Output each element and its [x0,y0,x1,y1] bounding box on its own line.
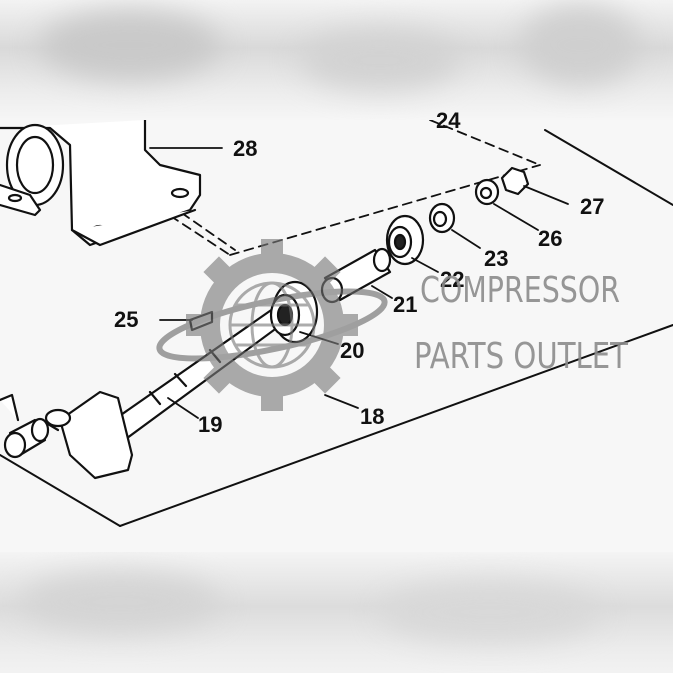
bearing-part-20 [269,280,319,344]
blurred-background-top [0,0,673,120]
callout-label: 25 [114,307,138,332]
washer-part-26 [474,178,500,206]
callout-labels: 28 27 26 23 22 21 25 20 19 18 24 [114,108,604,437]
callout-label: 27 [580,194,604,219]
bearing-part-22 [385,214,425,266]
callout-label: 22 [440,267,464,292]
watermark-line-2: PARTS OUTLET [414,336,629,377]
blurred-background-bottom [0,552,673,673]
callout-label: 24 [436,108,461,133]
callout-label: 18 [360,404,384,429]
crankshaft-part [0,288,314,480]
callout-label: 21 [393,292,417,317]
watermark-text: COMPRESSOR PARTS OUTLET [414,270,629,377]
callout-label: 28 [233,136,257,161]
callout-label: 26 [538,226,562,251]
washer-part-23 [428,202,456,234]
nut-part-27 [500,166,530,196]
enclosure-outline [119,324,673,527]
housing-part [0,120,202,247]
watermark-line-1: COMPRESSOR [420,270,620,311]
callout-label: 20 [340,338,364,363]
callout-label: 23 [484,246,508,271]
callout-label: 19 [198,412,222,437]
